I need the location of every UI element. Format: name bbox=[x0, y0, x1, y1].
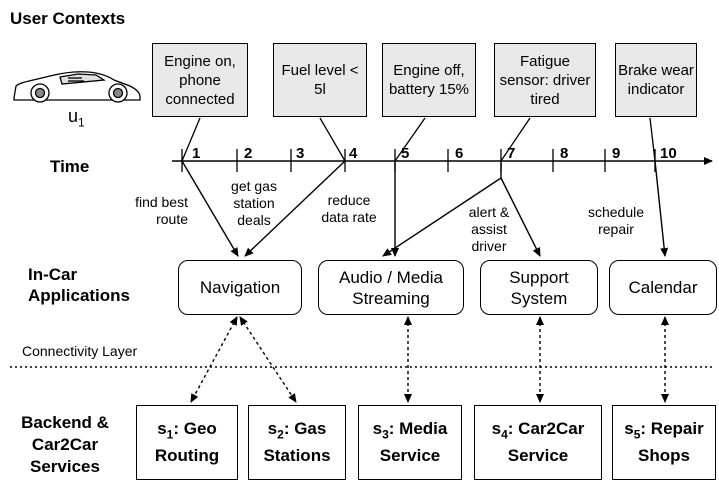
in-car-label: In-Car Applications bbox=[28, 265, 131, 305]
tick-10: 10 bbox=[660, 145, 677, 162]
tick-4: 4 bbox=[349, 145, 358, 162]
service-car2car: s4: Car2Car Service bbox=[474, 405, 602, 480]
context-note-2: Fuel level < 5l bbox=[273, 43, 367, 117]
service-media: s3: Media Service bbox=[358, 405, 462, 480]
app-calendar: Calendar bbox=[609, 260, 717, 315]
tick-2: 2 bbox=[244, 145, 253, 162]
tick-8: 8 bbox=[560, 145, 569, 162]
action-gas-deals: get gas station deals bbox=[231, 178, 277, 228]
backend-label: Backend & Car2Car Services bbox=[21, 413, 109, 476]
context-note-5: Brake wear indicator bbox=[615, 43, 697, 117]
tick-3: 3 bbox=[296, 145, 305, 162]
title: User Contexts bbox=[10, 9, 126, 28]
tick-5: 5 bbox=[401, 145, 410, 162]
connectivity-label: Connectivity Layer bbox=[22, 343, 138, 359]
context-note-1: Engine on, phone connected bbox=[152, 43, 248, 117]
time-label: Time bbox=[50, 157, 90, 176]
action-alert: alert & assist driver bbox=[468, 204, 510, 254]
service-repair-shops: s5: Repair Shops bbox=[612, 405, 716, 480]
app-navigation: Navigation bbox=[178, 260, 302, 315]
car-icon bbox=[13, 71, 141, 103]
tick-7: 7 bbox=[507, 145, 516, 162]
context-note-4: Fatigue sensor: driver tired bbox=[494, 43, 596, 117]
tick-9: 9 bbox=[612, 145, 621, 162]
app-audio-streaming: Audio / Media Streaming bbox=[318, 260, 464, 315]
service-gas-stations: s2: Gas Stations bbox=[248, 405, 346, 480]
action-schedule: schedule repair bbox=[587, 204, 645, 237]
tick-6: 6 bbox=[455, 145, 464, 162]
service-geo-routing: s1: Geo Routing bbox=[136, 405, 238, 480]
action-reduce-rate: reduce data rate bbox=[321, 192, 377, 225]
action-find-route: find best route bbox=[135, 194, 188, 227]
app-support-system: Support System bbox=[480, 260, 598, 315]
user-label: u1 bbox=[68, 106, 85, 130]
tick-1: 1 bbox=[192, 145, 201, 162]
context-note-3: Engine off, battery 15% bbox=[382, 43, 476, 117]
